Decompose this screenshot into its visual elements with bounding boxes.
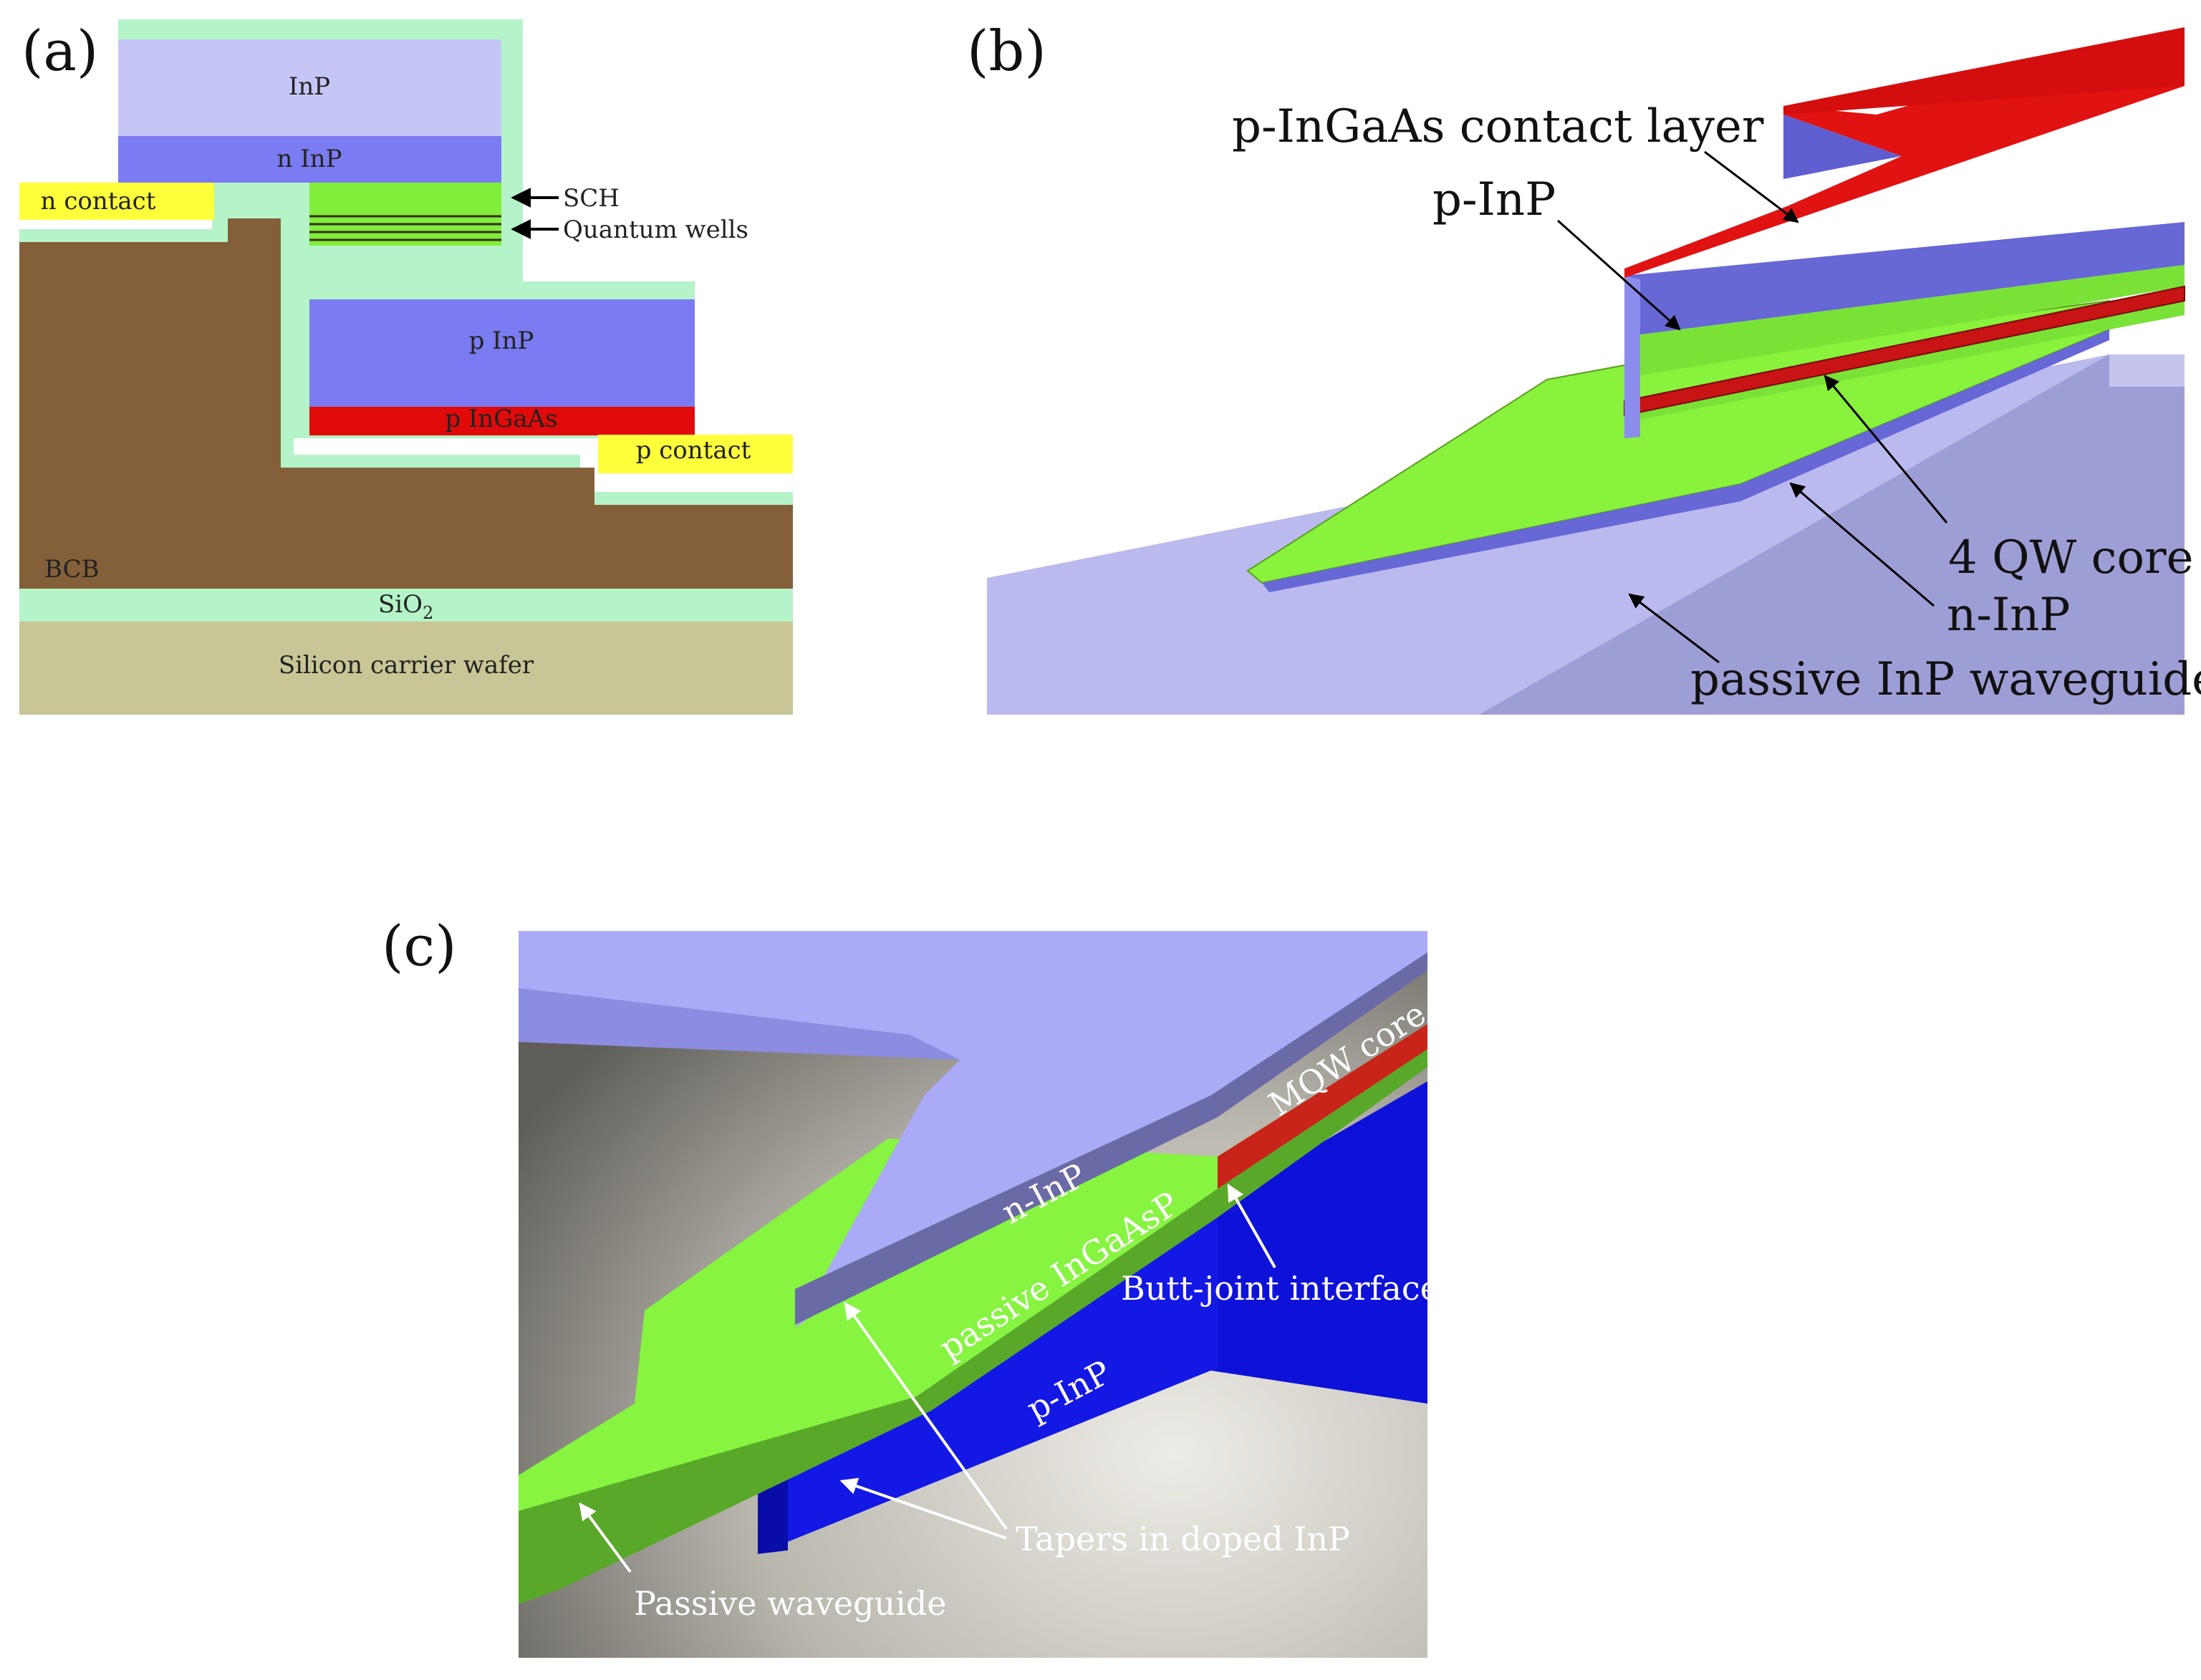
- contact-layer-label: p-InGaAs contact layer: [1232, 100, 1764, 153]
- quantum-wells-label: Quantum wells: [563, 216, 748, 244]
- p-inp-block: [1624, 222, 2185, 337]
- mqw-core-strip: [1218, 1024, 1427, 1189]
- green-front-face: [519, 1049, 1427, 1604]
- inp-top-label: InP: [289, 72, 330, 101]
- p-inp-arrow: [1557, 219, 1681, 331]
- panel-c-label: (c): [382, 914, 457, 979]
- lower-green-layer: [1624, 301, 2185, 423]
- taper-arrow-upper: [844, 1302, 1008, 1530]
- bcb-layer: [19, 218, 793, 589]
- taper-arrow-lower: [839, 1477, 1007, 1540]
- sch-label: SCH: [563, 184, 620, 213]
- quantum-wells: [309, 215, 501, 241]
- p-contact-label: p contact: [636, 436, 751, 465]
- sio2-main: SiO: [378, 590, 423, 619]
- stack-side-face: [1624, 276, 1640, 438]
- sio2-label: SiO2: [378, 590, 433, 623]
- butt-joint-arrow: [1227, 1183, 1276, 1268]
- contact-notch-wall: [1783, 115, 1902, 179]
- n-inp-front-face: [795, 952, 1427, 1325]
- p-ingaas-label: p InGaAs: [445, 405, 557, 433]
- n-contact: [19, 183, 214, 220]
- qw-core-label: 4 QW core: [1948, 531, 2194, 584]
- active-green-layer: [1624, 265, 2185, 378]
- n-inp-thin-layer: [1262, 329, 2109, 592]
- n-inp-layer: [118, 136, 501, 183]
- blue-front-wall: [758, 1217, 1218, 1554]
- waveguide-front-face: [1479, 354, 2185, 715]
- n-inp-back-face: [519, 988, 960, 1060]
- n-inp-label-b: n-InP: [1947, 589, 2070, 642]
- passive-waveguide-arrow: [579, 1502, 632, 1573]
- silicon-wafer-layer: [19, 622, 793, 715]
- bcb-label: BCB: [44, 555, 100, 584]
- butt-joint-label: Butt-joint interface: [1121, 1269, 1440, 1308]
- panel-b: (b) p-InGaAs contact layer p-InP 4 QW co…: [967, 19, 2201, 715]
- p-inp-label-b: p-InP: [1432, 173, 1556, 226]
- qw-core-arrow: [1824, 375, 1948, 523]
- p-ingaas-layer: [309, 407, 695, 435]
- n-inp-arrow: [1789, 482, 1935, 607]
- n-contact-label: n contact: [41, 187, 156, 216]
- p-inp-layer: [309, 299, 695, 407]
- panel-b-label: (b): [967, 19, 1046, 84]
- panel-c: (c) MQW core n-InP passive InGaAsP p-InP…: [382, 914, 1440, 1658]
- passive-waveguide-label: Passive waveguide: [634, 1584, 947, 1623]
- silicon-label: Silicon carrier wafer: [279, 651, 534, 680]
- contact-layer-arrow: [1704, 150, 1799, 223]
- p-contact: [598, 435, 793, 473]
- n-inp-label: n InP: [277, 145, 342, 173]
- panel-a-label: (a): [21, 19, 98, 84]
- sch-layer: [309, 183, 501, 246]
- tapers-label: Tapers in doped InP: [1016, 1520, 1350, 1558]
- panel-a: (a) InP n InP n contact: [19, 19, 793, 715]
- blue-back-wall: [1193, 1081, 1427, 1404]
- inp-top-layer: [118, 39, 501, 136]
- waveguide-label: passive InP waveguide: [1690, 653, 2201, 706]
- green-passive-layer: [519, 1024, 1427, 1572]
- n-inp-top: [519, 931, 1427, 1328]
- sio2-subscript: 2: [423, 603, 433, 623]
- waveguide-arrow: [1628, 593, 1720, 664]
- waveguide-end-face: [2109, 354, 2185, 387]
- contact-back: [1783, 27, 2185, 115]
- p-inp-label: p InP: [469, 327, 534, 355]
- sio2-layer: [19, 589, 793, 622]
